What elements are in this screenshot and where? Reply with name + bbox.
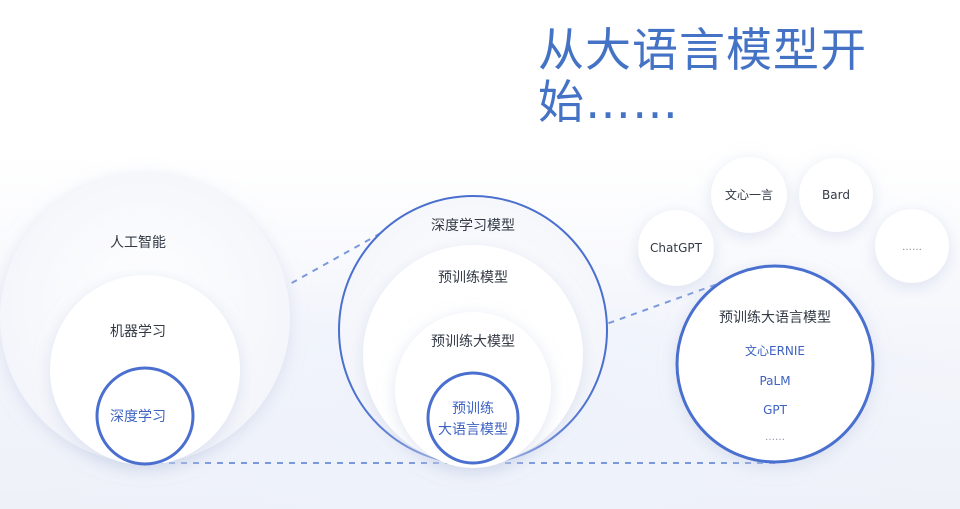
label-ml: 机器学习 [110, 324, 166, 340]
label-pretrained-llm-2: 大语言模型 [438, 422, 508, 438]
circle-dl [95, 366, 195, 466]
label-dl: 深度学习 [110, 409, 166, 425]
satellite-chatgpt [638, 210, 714, 286]
label-pretrained: 预训练模型 [438, 270, 508, 286]
label-ai: 人工智能 [110, 235, 166, 251]
satellite-label-bard: Bard [822, 188, 850, 202]
satellite-label-wenxin: 文心一言 [725, 187, 773, 202]
connector-left-to-center-top [144, 227, 391, 366]
group-center: 深度学习模型 预训练模型 预训练大模型 预训练 大语言模型 [338, 195, 608, 468]
circle-pretrained-llm [426, 371, 520, 465]
page-title: 从大语言模型开始…… [538, 23, 867, 129]
right-item-ernie: 文心ERNIE [745, 343, 805, 358]
satellite-label-more: …… [902, 242, 922, 253]
right-item-palm: PaLM [759, 374, 790, 388]
circle-pretrained-llm-large [675, 264, 875, 464]
satellite-wenxin [711, 157, 787, 233]
satellite-more [875, 209, 949, 283]
label-dl-model: 深度学习模型 [431, 218, 515, 234]
satellite-bard [799, 158, 873, 232]
right-item-gpt: GPT [763, 403, 788, 417]
satellites: ChatGPT 文心一言 Bard …… [638, 157, 949, 286]
satellite-label-chatgpt: ChatGPT [650, 241, 703, 255]
right-item-more: …… [765, 432, 785, 443]
group-left: 人工智能 机器学习 深度学习 [0, 173, 290, 466]
label-pretrained-large: 预训练大模型 [431, 334, 515, 350]
label-pretrained-llm-1: 预训练 [452, 401, 494, 417]
group-right: 预训练大语言模型 文心ERNIE PaLM GPT …… [675, 264, 875, 464]
right-heading: 预训练大语言模型 [719, 310, 831, 326]
